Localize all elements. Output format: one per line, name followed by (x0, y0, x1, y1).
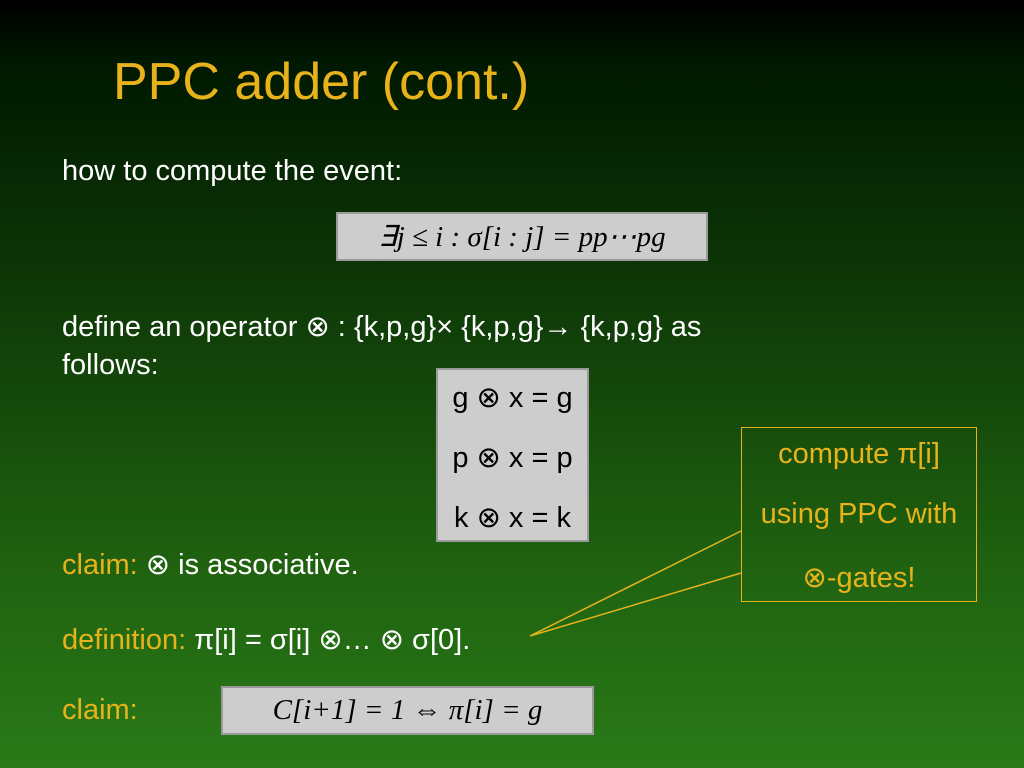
definition-text: π[i] = σ[i] ⊗… ⊗ σ[0]. (186, 624, 471, 656)
callout-line-3: ⊗-gates! (802, 562, 916, 594)
callout-line-2: using PPC with (760, 498, 958, 530)
operator-rule-k: k ⊗ x = k (454, 502, 571, 534)
callout-box: compute π[i] using PPC with ⊗-gates! (741, 427, 977, 602)
claim-associative: claim: ⊗ is associative. (62, 548, 359, 583)
operator-rule-p: p ⊗ x = p (452, 442, 573, 474)
definition-line: definition: π[i] = σ[i] ⊗… ⊗ σ[0]. (62, 623, 470, 658)
claim-associative-text: ⊗ is associative. (137, 549, 359, 581)
carry-formula: C[i+1] = 1 ⇔ π[i] = g (221, 686, 594, 735)
define-line-2: follows: (62, 349, 159, 381)
callout-line-1: compute π[i] (778, 438, 940, 470)
claim-carry-label: claim: (62, 694, 138, 726)
operator-rule-g: g ⊗ x = g (452, 382, 573, 414)
define-line-1: define an operator ⊗ : {k,p,g}× {k,p,g}→… (62, 311, 702, 343)
slide-title: PPC adder (cont.) (113, 53, 530, 111)
definition-label: definition: (62, 624, 187, 656)
operator-table: g ⊗ x = g p ⊗ x = p k ⊗ x = k (436, 368, 589, 542)
event-formula: ∃j ≤ i : σ[i : j] = pp⋯pg (336, 212, 708, 261)
claim-label: claim: (62, 549, 138, 581)
intro-text: how to compute the event: (62, 155, 403, 187)
